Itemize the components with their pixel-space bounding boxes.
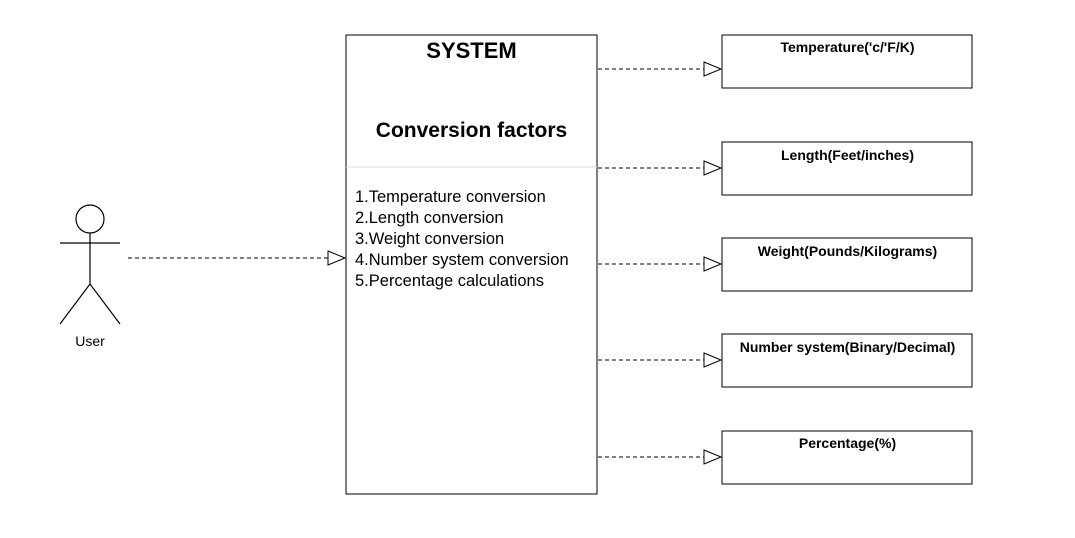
system-to-percentage-arrow [598, 449, 723, 465]
target-box-temperature [721, 34, 973, 89]
system-item-temperature: 1.Temperature conversion [355, 188, 546, 206]
system-to-temperature-arrow [598, 61, 723, 77]
target-label-weight: Weight(Pounds/Kilograms) [757, 243, 938, 259]
user-actor [59, 204, 121, 325]
target-label-number-system: Number system(Binary/Decimal) [739, 339, 956, 355]
arrowhead [703, 352, 723, 368]
target-label-length: Length(Feet/inches) [780, 147, 914, 163]
target-box-number-system [721, 333, 973, 388]
arrowhead [703, 449, 723, 465]
system-to-weight-arrow [598, 256, 723, 272]
system-item-length: 2.Length conversion [355, 209, 504, 227]
system-title: SYSTEM [426, 38, 517, 63]
system-item-weight: 3.Weight conversion [355, 230, 505, 248]
system-to-number-system-arrow [598, 352, 723, 368]
system-item-percentage: 5.Percentage calculations [355, 272, 544, 290]
arrowhead [327, 250, 347, 266]
user-to-system-arrow [128, 250, 347, 266]
arrowhead [703, 160, 723, 176]
target-box-weight [721, 237, 973, 292]
system-subtitle: Conversion factors [375, 119, 568, 142]
actor-left-leg [59, 283, 91, 325]
arrowhead [703, 256, 723, 272]
target-label-percentage: Percentage(%) [798, 435, 897, 451]
target-box-percentage [721, 430, 973, 485]
actor-head [75, 204, 105, 234]
actor-label: User [75, 333, 105, 349]
system-item-number-system: 4.Number system conversion [355, 251, 569, 269]
target-label-temperature: Temperature('c/'F/K) [780, 39, 915, 55]
target-box-length [721, 141, 973, 196]
actor-right-leg [89, 283, 121, 325]
arrowhead [703, 61, 723, 77]
system-to-length-arrow [598, 160, 723, 176]
system-box [345, 34, 598, 495]
